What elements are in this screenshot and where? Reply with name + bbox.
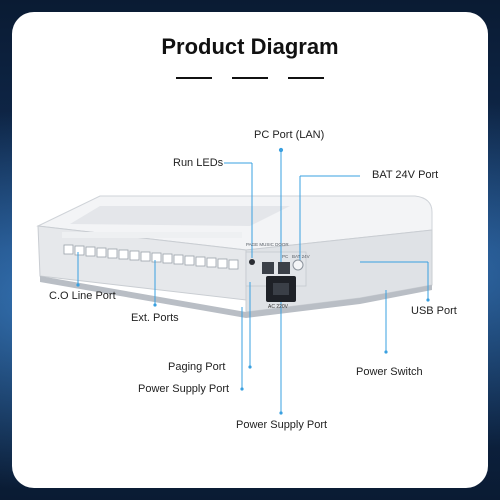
- title-underline: [176, 77, 212, 79]
- label-ext-ports: Ext. Ports: [131, 312, 179, 324]
- leader-endpoints: [76, 283, 430, 415]
- label-usb-port: USB Port: [411, 305, 457, 317]
- label-paging-port: Paging Port: [168, 361, 226, 373]
- title-underline: [232, 77, 268, 79]
- label-power-supply-port: Power Supply Port: [138, 383, 230, 395]
- leader-lines: [77, 147, 429, 413]
- panel-text: PAGE MUSIC DOOR: [246, 242, 289, 247]
- ext-port-row-top: [63, 244, 239, 270]
- label-co-line-port: C.O Line Port: [49, 290, 116, 302]
- label-power-switch: Power Switch: [356, 366, 423, 378]
- pc-text: PC: [282, 254, 289, 259]
- label-run-leds: Run LEDs: [173, 157, 224, 169]
- ac-text: AC 220V: [268, 304, 289, 310]
- title-underline: [288, 77, 324, 79]
- port-number-strip: [62, 232, 242, 238]
- power-socket: [266, 276, 296, 302]
- page-title: Product Diagram: [161, 34, 339, 59]
- label-bat-port: BAT 24V Port: [372, 169, 439, 181]
- label-pc-port: PC Port (LAN): [254, 129, 325, 141]
- label-power-supply-port-bottom: Power Supply Port: [236, 419, 328, 431]
- bat-text: BAT 24V: [292, 254, 310, 259]
